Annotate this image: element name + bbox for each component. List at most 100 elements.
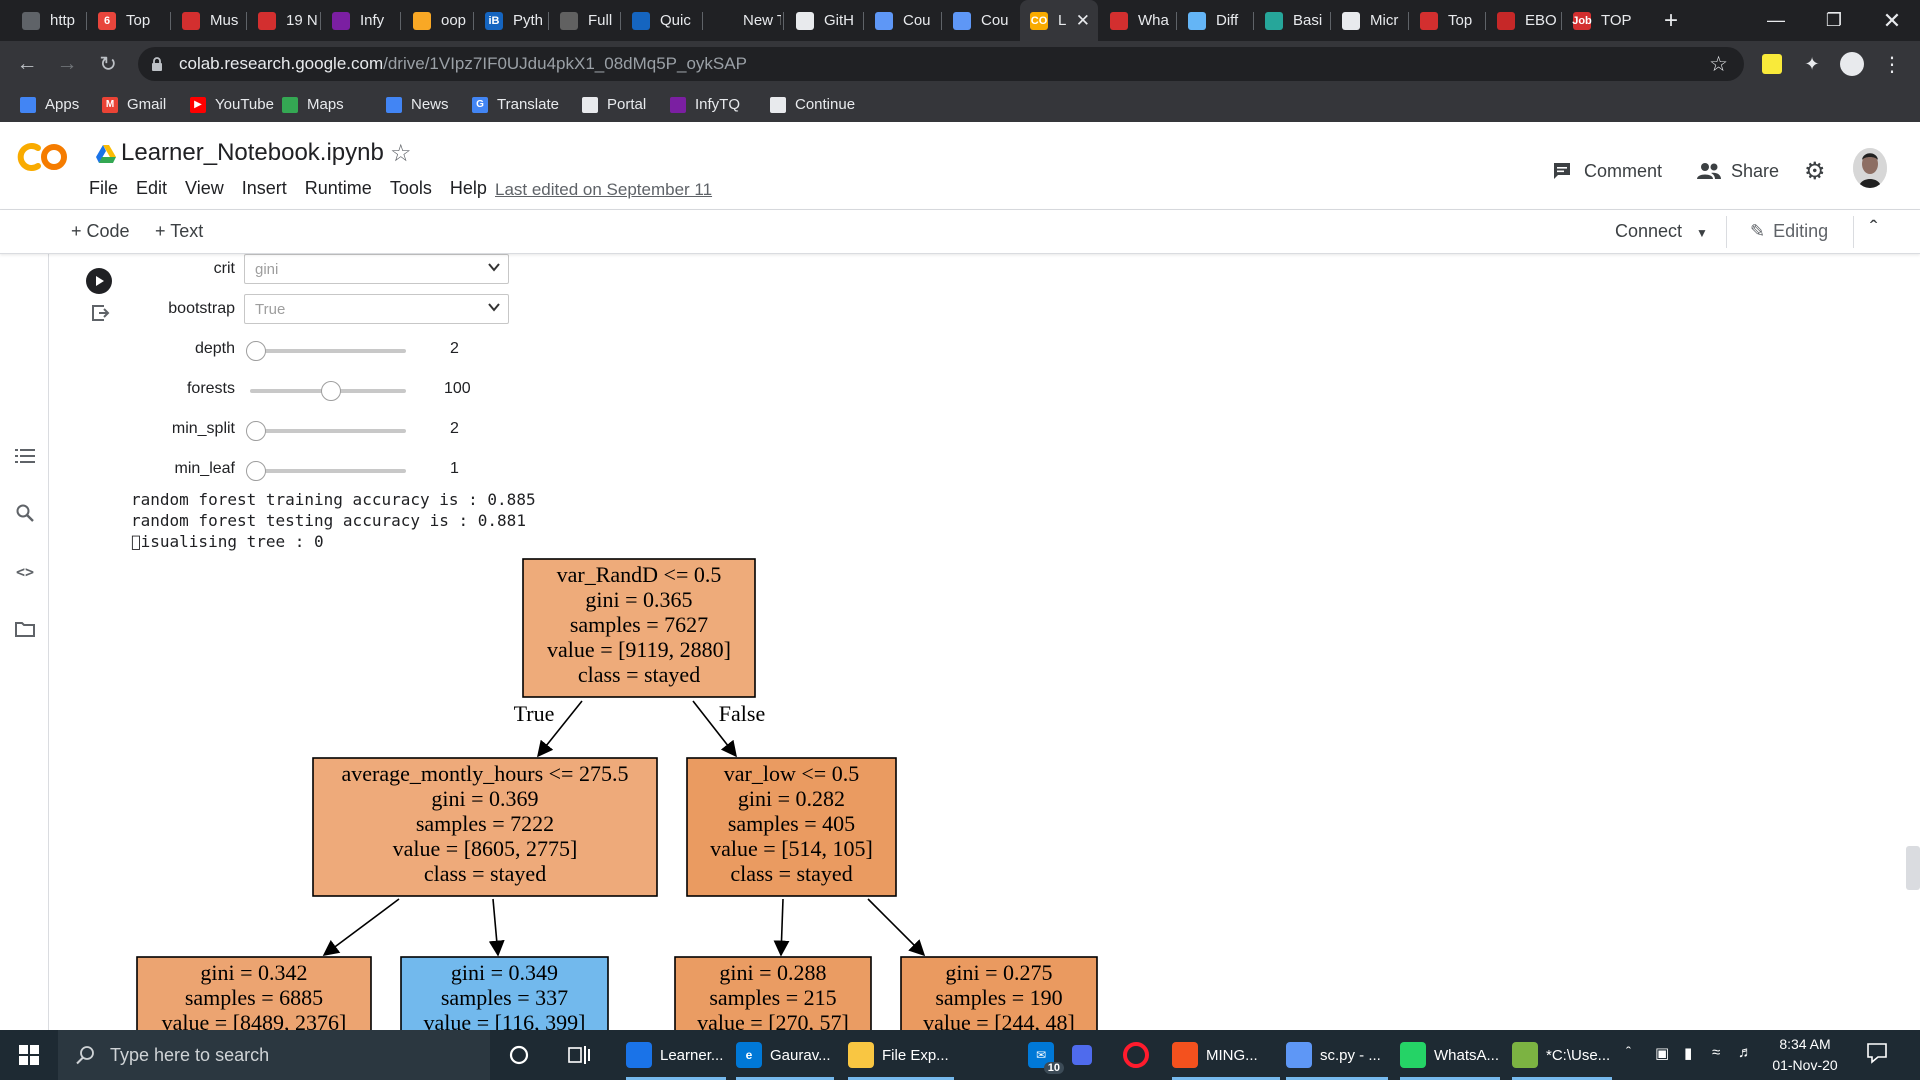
taskbar-app[interactable]: Learner... (626, 1030, 726, 1080)
browser-tab[interactable]: Full (550, 0, 618, 41)
code-snippets-icon[interactable]: <> (15, 563, 35, 581)
browser-tab[interactable]: Micr (1332, 0, 1406, 41)
scrollbar-thumb[interactable] (1906, 846, 1920, 890)
min-split-slider-thumb[interactable] (246, 421, 266, 441)
min-leaf-slider-track[interactable] (250, 469, 406, 473)
reload-icon[interactable]: ↻ (99, 52, 117, 76)
address-bar[interactable]: colab.research.google.com/drive/1VIpz7IF… (138, 47, 1744, 81)
run-cell-button[interactable] (86, 268, 112, 294)
browser-tab[interactable]: EBO (1487, 0, 1559, 41)
taskbar-app[interactable]: MING... (1172, 1030, 1280, 1080)
bookmark-youtube[interactable]: ▶YouTube (190, 87, 274, 122)
editing-button[interactable]: ✎Editing (1750, 221, 1828, 242)
min-leaf-slider-thumb[interactable] (246, 461, 266, 481)
new-tab-button[interactable]: + (1663, 6, 1678, 34)
profile-avatar-icon[interactable] (1838, 50, 1866, 78)
browser-tab[interactable]: GitH (786, 0, 861, 41)
battery-icon[interactable]: ▮ (1684, 1045, 1693, 1062)
share-button[interactable]: Share (1697, 156, 1779, 186)
bootstrap-dropdown[interactable]: True (244, 294, 509, 324)
tab-close-icon[interactable]: ✕ (1075, 10, 1090, 30)
browser-tab[interactable]: http (12, 0, 84, 41)
last-edited-link[interactable]: Last edited on September 11 (495, 180, 713, 199)
bookmark-continue[interactable]: Continue (770, 87, 855, 122)
browser-tab[interactable]: Wha (1100, 0, 1174, 41)
output-menu-icon[interactable] (90, 303, 110, 323)
browser-tab[interactable]: New Tab (705, 0, 781, 41)
tray-chevron-up-icon[interactable]: ˆ (1626, 1044, 1631, 1061)
browser-tab[interactable]: Mus (172, 0, 244, 41)
kebab-menu-icon[interactable]: ⋮ (1882, 53, 1902, 76)
browser-tab[interactable]: Infy (322, 0, 398, 41)
taskbar-clock[interactable]: 8:34 AM 01-Nov-20 (1760, 1034, 1850, 1076)
menu-insert[interactable]: Insert (241, 178, 287, 198)
browser-tab[interactable]: Cou (865, 0, 939, 41)
browser-tab[interactable]: Cou (943, 0, 1016, 41)
browser-tab[interactable]: Quic (622, 0, 700, 41)
minimize-button[interactable]: — (1767, 10, 1785, 30)
browser-tab[interactable]: Diff (1178, 0, 1251, 41)
browser-tab[interactable]: oop (403, 0, 471, 41)
browser-tab[interactable]: 19 N (248, 0, 318, 41)
add-code-button[interactable]: + Code (71, 221, 130, 241)
taskbar-app[interactable]: *C:\Use... (1512, 1030, 1612, 1080)
bookmark-star-icon[interactable]: ☆ (1709, 53, 1728, 76)
menu-tools[interactable]: Tools (389, 178, 432, 198)
table-of-contents-icon[interactable] (12, 443, 38, 469)
comment-button[interactable]: Comment (1552, 156, 1662, 186)
menu-view[interactable]: View (185, 178, 224, 198)
cortana-button[interactable] (504, 1030, 534, 1080)
wifi-icon[interactable]: ≈ (1712, 1044, 1721, 1061)
forward-arrow-icon[interactable]: → (56, 52, 78, 75)
taskbar-mail[interactable]: ✉ 10 (1028, 1030, 1064, 1080)
extension-icon[interactable] (1758, 50, 1786, 78)
taskbar-app[interactable]: WhatsA... (1400, 1030, 1500, 1080)
taskbar-opera[interactable] (1123, 1030, 1157, 1080)
bookmark-portal[interactable]: Portal (582, 87, 646, 122)
depth-slider-thumb[interactable] (246, 341, 266, 361)
settings-gear-icon[interactable]: ⚙ (1804, 157, 1826, 185)
menu-edit[interactable]: Edit (136, 178, 168, 198)
collapse-header-icon[interactable]: ˆ (1870, 216, 1878, 241)
min-split-slider-track[interactable] (250, 429, 406, 433)
taskbar-store[interactable] (1072, 1030, 1100, 1080)
browser-tab[interactable]: Top (1410, 0, 1483, 41)
windows-start-button[interactable] (0, 1030, 58, 1080)
url-text[interactable]: colab.research.google.com/drive/1VIpz7IF… (179, 54, 747, 74)
depth-slider-track[interactable] (250, 349, 406, 353)
bookmark-infytq[interactable]: InfyTQ (670, 87, 740, 122)
bookmark-news[interactable]: News (386, 87, 449, 122)
crit-dropdown[interactable]: gini (244, 254, 509, 284)
menu-file[interactable]: File (89, 178, 119, 198)
menu-runtime[interactable]: Runtime (304, 178, 372, 198)
folder-icon[interactable] (12, 616, 38, 642)
close-window-button[interactable]: ✕ (1882, 7, 1902, 33)
notebook-title[interactable]: Learner_Notebook.ipynb (121, 139, 384, 166)
star-icon[interactable]: ☆ (390, 140, 412, 167)
menu-help[interactable]: Help (449, 178, 487, 198)
back-arrow-icon[interactable]: ← (16, 52, 38, 75)
tray-usb-icon[interactable]: ▣ (1655, 1045, 1670, 1062)
volume-icon[interactable]: ♬ (1738, 1044, 1753, 1061)
taskbar-app[interactable]: sc.py - ... (1286, 1030, 1388, 1080)
avatar[interactable] (1853, 148, 1887, 188)
colab-logo-icon[interactable] (16, 140, 72, 174)
forests-slider-thumb[interactable] (321, 381, 341, 401)
search-icon[interactable] (12, 500, 38, 526)
notifications-icon[interactable] (1866, 1042, 1888, 1068)
task-view-button[interactable] (564, 1030, 594, 1080)
bookmark-apps[interactable]: Apps (20, 87, 79, 122)
add-text-button[interactable]: + Text (155, 221, 204, 241)
taskbar-app[interactable]: File Exp... (848, 1030, 954, 1080)
taskbar-search-box[interactable]: Type here to search (58, 1030, 490, 1080)
bookmark-maps[interactable]: Maps (282, 87, 344, 122)
puzzle-icon[interactable]: ✦ (1804, 53, 1820, 74)
connect-button[interactable]: Connect▼ (1615, 221, 1708, 242)
